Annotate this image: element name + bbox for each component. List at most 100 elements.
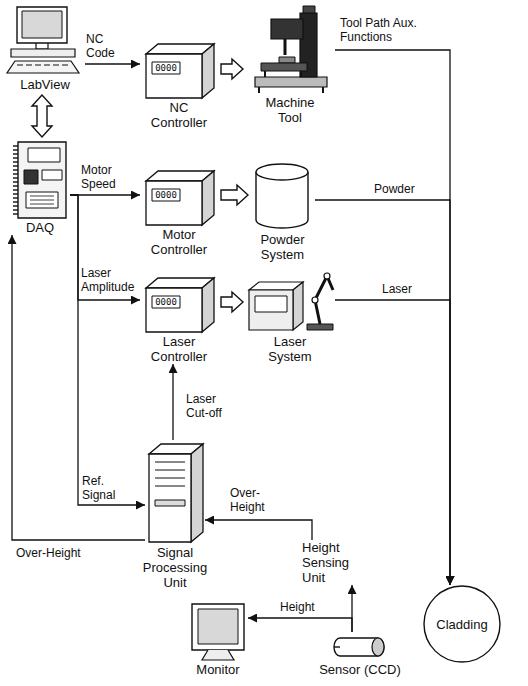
board-pin bbox=[13, 145, 18, 146]
laser-system: Laser System bbox=[245, 262, 335, 364]
box-display bbox=[152, 296, 180, 308]
edge-label: Over-Height bbox=[14, 546, 108, 560]
crt-screen bbox=[198, 609, 238, 644]
board-pin bbox=[13, 193, 18, 194]
key-row bbox=[44, 65, 50, 66]
drive-slot bbox=[155, 486, 185, 487]
tower-icon bbox=[145, 440, 205, 545]
node-label: Sensor (CCD) bbox=[315, 662, 405, 677]
edge-label: Over-Height bbox=[228, 486, 284, 514]
key-row bbox=[35, 65, 41, 66]
desktop-case bbox=[11, 49, 75, 57]
connector bbox=[335, 50, 450, 585]
board-outline bbox=[18, 142, 66, 218]
board-pin bbox=[13, 153, 18, 154]
spindle-tool bbox=[284, 39, 287, 55]
key-row bbox=[53, 65, 59, 66]
block-arrow bbox=[221, 185, 248, 205]
laser-icon bbox=[245, 262, 335, 334]
box-display bbox=[152, 62, 180, 74]
edge-label: Motor Speed bbox=[79, 163, 139, 191]
connector bbox=[315, 200, 450, 585]
display-readout: 0000 bbox=[152, 189, 180, 201]
tower-front bbox=[149, 454, 191, 542]
block-arrow bbox=[221, 292, 243, 312]
machine-tool: Machine Tool bbox=[245, 5, 335, 125]
board-pin bbox=[13, 213, 18, 214]
connector bbox=[70, 194, 140, 195]
board-pin bbox=[13, 169, 18, 170]
node-label: Height Sensing Unit bbox=[302, 540, 364, 585]
node-label: Laser Controller bbox=[142, 334, 216, 364]
circle-outline bbox=[424, 586, 500, 662]
machine-base bbox=[255, 77, 327, 87]
daq-icon bbox=[10, 140, 70, 220]
table-support bbox=[265, 71, 301, 77]
robot-base bbox=[307, 324, 333, 330]
board-pin bbox=[13, 157, 18, 158]
connector bbox=[85, 63, 140, 64]
edge-label: Laser Cut-off bbox=[184, 392, 240, 420]
board-pin bbox=[13, 189, 18, 190]
cyl-icon bbox=[250, 160, 315, 232]
crt-base bbox=[202, 650, 234, 660]
tower-side bbox=[191, 444, 203, 542]
board-pin bbox=[13, 165, 18, 166]
board-pin bbox=[13, 201, 18, 202]
connector bbox=[172, 364, 173, 440]
pc-icon bbox=[5, 5, 85, 77]
connector bbox=[70, 195, 140, 300]
chip-line bbox=[30, 196, 54, 204]
workpiece bbox=[279, 57, 295, 63]
machine-table bbox=[261, 63, 307, 71]
key-row bbox=[62, 65, 68, 66]
ctrl-icon bbox=[140, 165, 218, 227]
node-label: Monitor bbox=[188, 662, 248, 677]
box-side bbox=[202, 278, 214, 332]
computer-icon: LabView bbox=[5, 5, 85, 92]
board-pin bbox=[13, 177, 18, 178]
spindle-motor bbox=[303, 6, 315, 13]
node-label: Cladding bbox=[436, 617, 487, 632]
board-chip bbox=[42, 170, 62, 180]
box-front bbox=[146, 181, 202, 225]
node-label: Motor Controller bbox=[142, 227, 216, 257]
drive-slot bbox=[155, 478, 185, 479]
edge-label: NC Code bbox=[84, 32, 128, 60]
connector bbox=[335, 300, 450, 585]
node-label: DAQ bbox=[10, 220, 70, 235]
board-pin bbox=[13, 197, 18, 198]
block-arrow bbox=[32, 95, 52, 137]
edge-label: Laser Amplitude bbox=[79, 266, 139, 294]
sensing-unit: Height Sensing Unit bbox=[298, 540, 368, 585]
monitor-frame bbox=[17, 7, 67, 43]
board-pin bbox=[13, 149, 18, 150]
cladding-circle: Cladding bbox=[423, 585, 501, 663]
robot-joint bbox=[312, 297, 318, 303]
edge-label: Height bbox=[278, 600, 327, 614]
board-chip bbox=[28, 148, 60, 162]
sensor-lens bbox=[372, 638, 384, 656]
crt-body bbox=[192, 604, 244, 650]
connector bbox=[70, 195, 145, 505]
node-label: NC Controller bbox=[142, 100, 216, 130]
edge-label: Laser bbox=[380, 282, 434, 296]
node-label: LabView bbox=[5, 77, 85, 92]
drive-slot bbox=[155, 470, 185, 471]
cabinet-side bbox=[293, 282, 303, 330]
box-side bbox=[202, 171, 214, 225]
box-side bbox=[202, 44, 214, 98]
board-pin bbox=[13, 161, 18, 162]
daq-board: DAQ bbox=[10, 140, 70, 235]
board-pin bbox=[13, 181, 18, 182]
board-pin bbox=[13, 209, 18, 210]
controller-box: 0000Laser Controller bbox=[140, 272, 218, 364]
mill-icon bbox=[245, 5, 335, 95]
node-label: Machine Tool bbox=[259, 95, 321, 125]
box-front bbox=[146, 54, 202, 98]
cylinder-top bbox=[256, 164, 308, 180]
ctrl-icon bbox=[140, 38, 218, 100]
crt-icon bbox=[188, 600, 248, 662]
